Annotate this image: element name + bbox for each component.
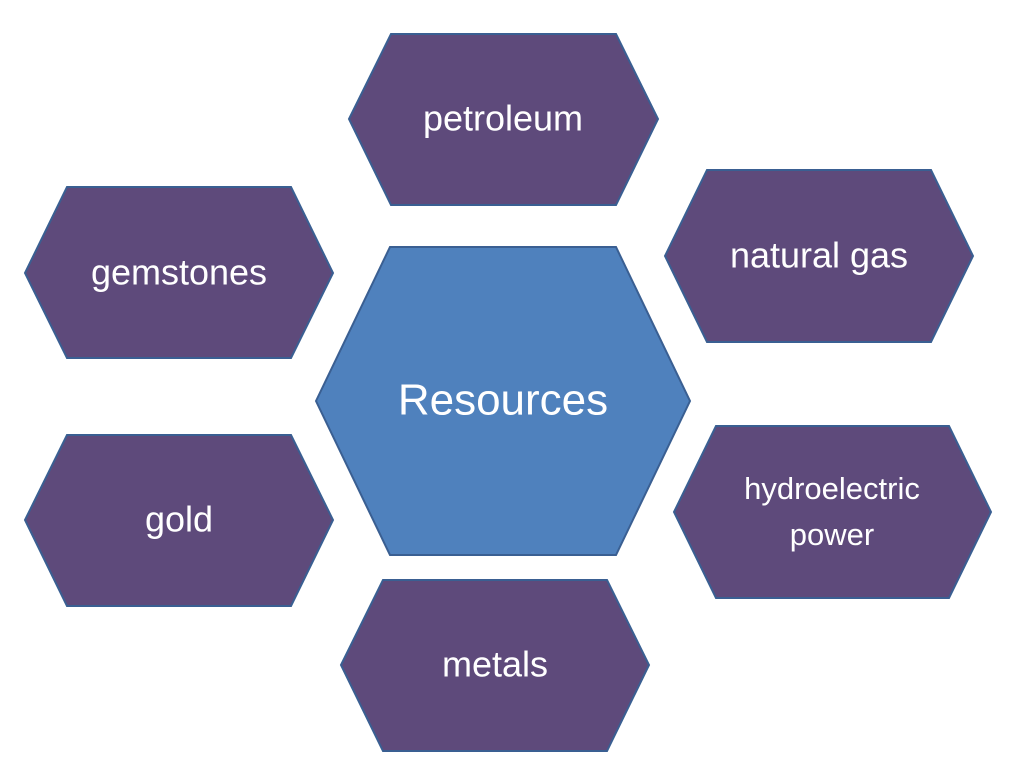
hex-metals-shape	[339, 579, 651, 752]
hex-hydroelectric-power-shape	[672, 425, 993, 599]
hex-metals: metals	[339, 579, 651, 752]
hex-gold-label: gold	[145, 499, 213, 540]
hex-center-resources: Resources	[314, 246, 692, 556]
hex-natural-gas: natural gas	[663, 169, 975, 343]
hex-hydroelectric-power: hydroelectric power	[672, 425, 993, 599]
hex-gold-shape	[23, 434, 335, 607]
hex-petroleum-label: petroleum	[423, 98, 583, 139]
hex-center-shape	[314, 246, 692, 556]
hex-gemstones-label: gemstones	[91, 252, 267, 293]
hex-petroleum-shape	[347, 33, 660, 206]
hex-hydroelectric-label-line1: hydroelectric	[744, 471, 920, 506]
hex-gemstones-shape	[23, 186, 335, 359]
hex-metals-label: metals	[442, 644, 548, 685]
hex-gemstones: gemstones	[23, 186, 335, 359]
hex-hydroelectric-label-line2: power	[790, 517, 874, 552]
hex-natural-gas-label: natural gas	[730, 235, 908, 276]
hex-gold: gold	[23, 434, 335, 607]
hex-natural-gas-shape	[663, 169, 975, 343]
hex-center-label: Resources	[398, 376, 608, 425]
hex-petroleum: petroleum	[347, 33, 660, 206]
